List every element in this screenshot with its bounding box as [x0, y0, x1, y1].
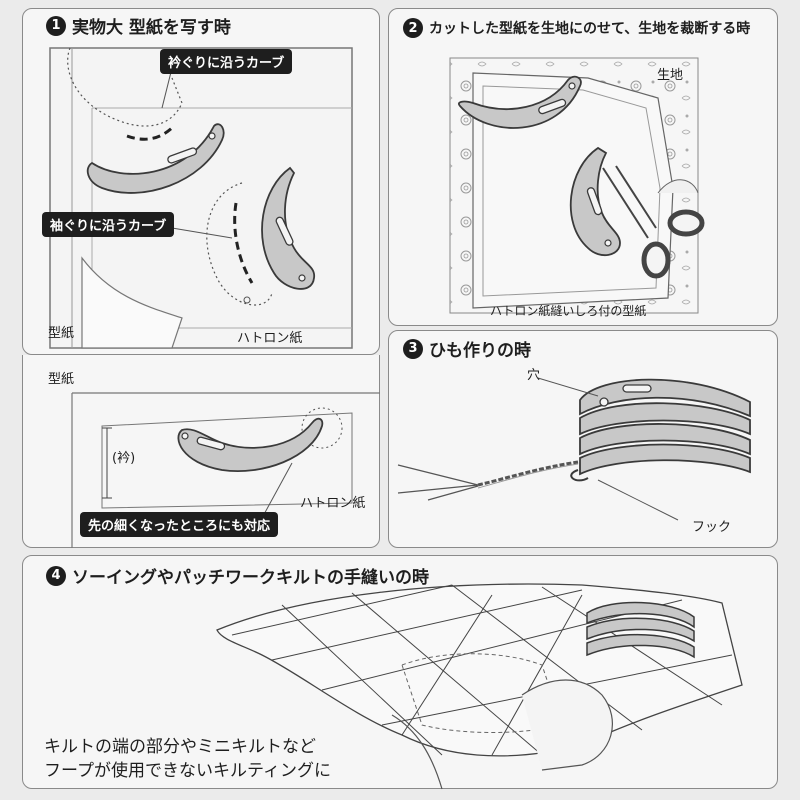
label-collar: (衿)	[112, 451, 136, 466]
string-making-illustration	[397, 377, 751, 521]
quilting-illustration	[216, 583, 743, 790]
section3-title: 3 ひも作りの時	[403, 336, 531, 361]
cut-fabric-illustration	[449, 57, 705, 314]
section2-title-text: カットした型紙を生地にのせて、生地を裁断する時	[429, 21, 751, 37]
label-hook: フック	[692, 520, 732, 535]
section4-title-text: ソーイングやパッチワークキルトの手縫いの時	[72, 568, 429, 588]
label-pattern-2: 型紙	[48, 372, 75, 387]
label-tracing-paper-2: ハトロン紙	[300, 496, 366, 511]
label-pattern: 型紙	[48, 326, 75, 341]
label-hole: 穴	[527, 368, 541, 383]
label-fine-tip: 先の細くなったところにも対応	[80, 512, 279, 537]
label-tracing-paper: ハトロン紙	[237, 331, 303, 346]
label-armhole-curve: 袖ぐりに沿うカーブ	[42, 212, 175, 237]
section1-title-text: 実物大 型紙を写す時	[72, 18, 231, 38]
section4-title: 4 ソーイングやパッチワークキルトの手縫いの時	[46, 563, 429, 588]
label-pattern-with-allowance: ハトロン紙縫いしろ付の型紙	[490, 304, 647, 318]
label-fabric: 生地	[657, 68, 684, 83]
section3-number: 3	[403, 338, 423, 359]
trace-pattern-illustration	[49, 47, 380, 548]
section2-title: 2 カットした型紙を生地にのせて、生地を裁断する時	[403, 18, 750, 38]
caption-line2: フープが使用できないキルティングに	[44, 761, 331, 781]
section1-number: 1	[46, 15, 66, 36]
section1-title: 1 実物大 型紙を写す時	[46, 13, 231, 38]
label-collar-curve: 衿ぐりに沿うカーブ	[160, 49, 293, 74]
section2-number: 2	[403, 18, 423, 38]
caption-line1: キルトの端の部分やミニキルトなど	[44, 737, 316, 757]
section3-title-text: ひも作りの時	[429, 341, 531, 361]
section4-number: 4	[46, 565, 66, 586]
